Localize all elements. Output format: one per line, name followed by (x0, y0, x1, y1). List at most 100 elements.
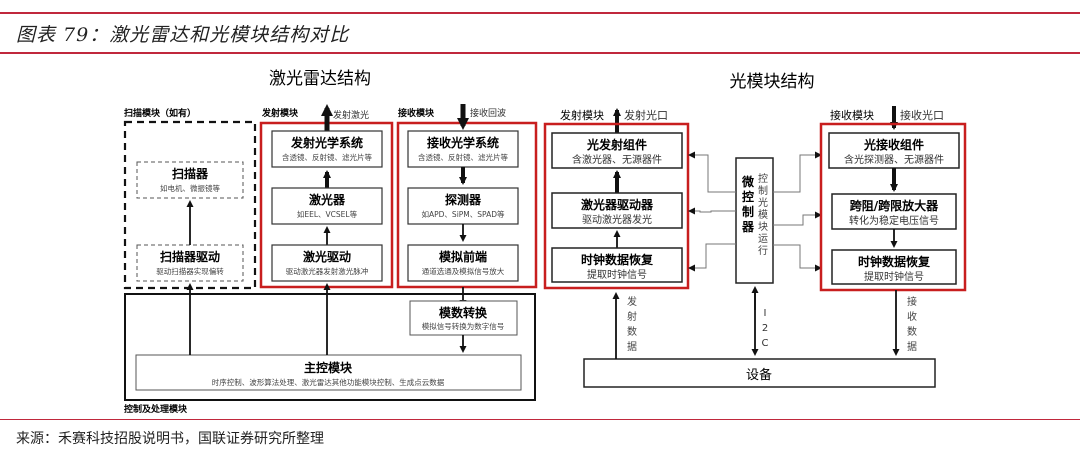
svg-text:光: 光 (758, 196, 768, 209)
scanner-driver-title: 扫描器驱动 (160, 249, 220, 264)
emit-output-label: 发射激光 (333, 109, 369, 121)
svg-text:制: 制 (758, 184, 768, 197)
rosa-box (828, 132, 960, 169)
tx-port-label: 发射光口 (624, 108, 668, 122)
device-box (583, 358, 936, 388)
emit-optics-title: 发射光学系统 (290, 135, 363, 150)
main-control-box (135, 354, 522, 391)
rx-cdr-box (831, 249, 957, 285)
tx-driver-box (551, 192, 683, 229)
emit-module-label: 发射模块 (261, 107, 299, 119)
receive-optics-desc: 含透镜、反射镜、滤光片等 (418, 152, 508, 162)
i2c-label: I 2 C (762, 308, 769, 349)
svg-text:器: 器 (741, 220, 755, 234)
adc-title: 模数转换 (439, 305, 488, 320)
control-module-label: 控制及处理模块 (124, 403, 188, 415)
laser-driver-desc: 驱动激光器发射激光脉冲 (286, 266, 369, 276)
emit-optics-desc: 含透镜、反射镜、滤光片等 (282, 152, 372, 162)
tia-box (831, 193, 957, 230)
emit-optics-box (271, 130, 383, 168)
detector-box (407, 187, 519, 225)
tosa-desc: 含激光器、无源器件 (572, 153, 662, 166)
receive-input-label: 接收回波 (470, 107, 506, 119)
svg-text:微: 微 (741, 174, 755, 189)
scanner-desc: 如电机、微振镜等 (160, 183, 220, 193)
mcu-to-rosa-line (773, 151, 822, 193)
detector-title: 探测器 (445, 192, 482, 207)
svg-text:发: 发 (627, 295, 637, 308)
mcu-box (735, 157, 774, 284)
svg-text:据: 据 (627, 340, 637, 353)
frontend-box (407, 244, 519, 282)
top-rule (0, 12, 1080, 14)
tx-driver-title: 激光器驱动器 (581, 197, 654, 212)
svg-text:运: 运 (758, 233, 768, 245)
svg-text:C: C (762, 338, 769, 349)
frontend-desc: 通道选通及模拟信号放大 (422, 266, 505, 276)
bottom-rule (0, 419, 1080, 420)
scanner-box (136, 161, 244, 199)
receive-optics-box (407, 130, 519, 168)
svg-text:数: 数 (627, 325, 637, 338)
main-control-title: 主控模块 (304, 360, 353, 375)
main-control-desc: 时序控制、波形算法处理、激光雷达其他功能模块控制、生成点云数据 (212, 377, 445, 387)
svg-text:控: 控 (742, 189, 754, 204)
tx-cdr-desc: 提取时钟信号 (587, 268, 647, 281)
tx-cdr-title: 时钟数据恢复 (581, 252, 654, 267)
mcu-to-tia-line (773, 211, 822, 226)
detector-desc: 如APD、SiPM、SPAD等 (422, 209, 505, 219)
rosa-desc: 含光探测器、无源器件 (844, 153, 944, 166)
tx-driver-desc: 驱动激光器发光 (582, 213, 652, 226)
svg-text:块: 块 (758, 221, 768, 233)
receive-optics-title: 接收光学系统 (427, 135, 499, 150)
rx-module-label: 接收模块 (830, 108, 874, 122)
frontend-title: 模拟前端 (439, 249, 487, 264)
svg-text:接: 接 (907, 295, 917, 308)
receive-module-label: 接收模块 (398, 107, 435, 119)
title-underline (0, 52, 1080, 54)
svg-text:I: I (764, 308, 767, 319)
mcu-to-tx-cdr-line (688, 243, 736, 272)
svg-text:射: 射 (627, 311, 637, 323)
laser-driver-title: 激光驱动 (303, 249, 351, 264)
svg-text:收: 收 (907, 310, 917, 323)
svg-text:制: 制 (742, 204, 754, 219)
rx-cdr-title: 时钟数据恢复 (858, 254, 931, 269)
laser-box (271, 187, 383, 225)
tx-cdr-box (551, 247, 683, 283)
control-module-box (124, 293, 536, 401)
optical-heading: 光模块结构 (730, 72, 815, 92)
svg-text:数: 数 (907, 325, 917, 338)
mcu-title: 微 控 制 器 (741, 174, 755, 234)
laser-desc: 如EEL、VCSEL等 (297, 209, 358, 219)
svg-text:控: 控 (758, 172, 768, 185)
tx-module-label: 发射模块 (560, 108, 604, 122)
scanner-driver-desc: 驱动扫描器实现偏转 (156, 266, 224, 276)
scanner-title: 扫描器 (172, 166, 209, 181)
svg-text:模: 模 (758, 209, 768, 221)
svg-text:行: 行 (758, 244, 768, 257)
mcu-to-rx-cdr-line (773, 244, 822, 272)
tosa-title: 光发射组件 (586, 137, 647, 152)
tia-title: 跨阻/跨限放大器 (850, 198, 939, 213)
mcu-note: 控 制 光 模 块 运 行 (758, 172, 768, 257)
figure-title: 图表 79：激光雷达和光模块结构对比 (16, 24, 350, 46)
device-label: 设备 (746, 367, 772, 383)
rx-cdr-desc: 提取时钟信号 (864, 270, 924, 283)
adc-box (409, 300, 518, 336)
tia-desc: 转化为稳定电压信号 (849, 214, 939, 227)
rx-port-label: 接收光口 (900, 108, 944, 122)
scan-module-label: 扫描模块（如有） (124, 107, 196, 119)
tosa-box (551, 132, 683, 169)
svg-text:据: 据 (907, 340, 917, 353)
laser-driver-box (271, 244, 383, 282)
rosa-title: 光接收组件 (863, 137, 924, 152)
adc-desc: 模拟信号转换为数字信号 (422, 321, 505, 331)
laser-title: 激光器 (309, 192, 346, 207)
tx-data-label: 发 射 数 据 (627, 295, 637, 353)
tx-module-box (543, 122, 690, 290)
mcu-to-tosa-line (688, 151, 736, 193)
rx-data-label: 接 收 数 据 (907, 295, 917, 353)
rx-module-box (819, 122, 967, 292)
